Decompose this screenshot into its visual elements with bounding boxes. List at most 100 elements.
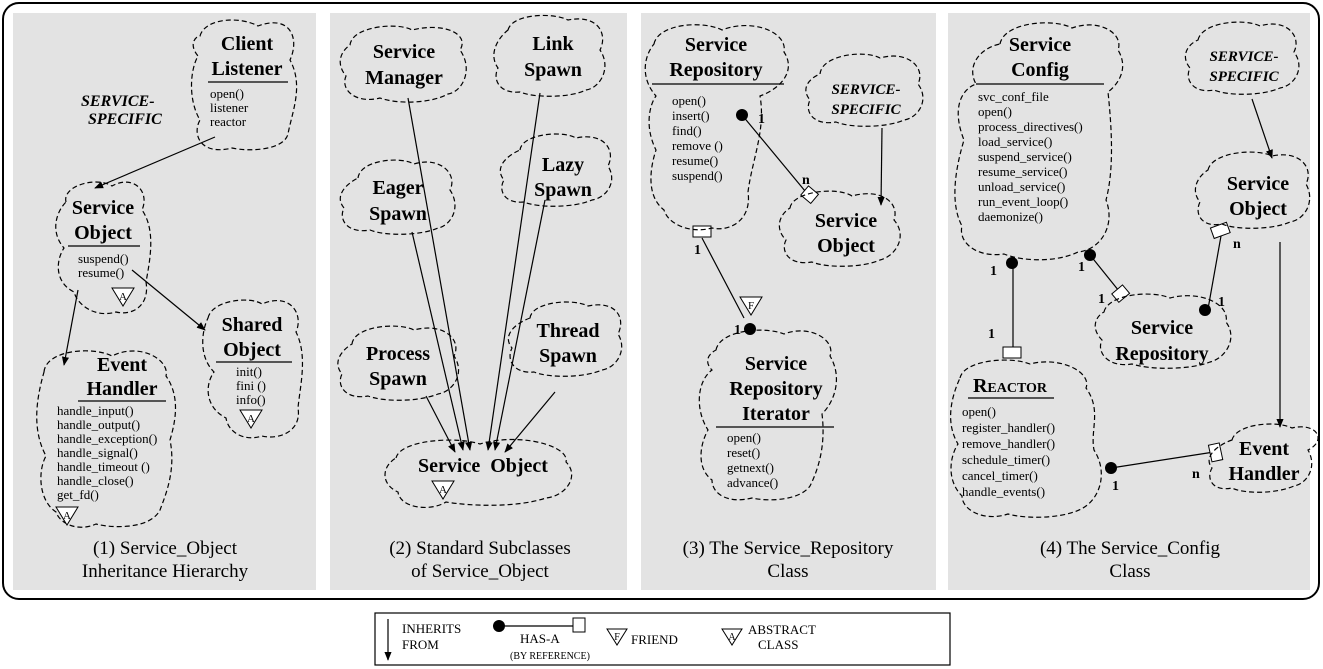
service-repository-method: suspend() xyxy=(672,168,723,183)
shared-object-method: init() xyxy=(236,364,262,379)
service-object-title-2: Object xyxy=(1229,198,1287,220)
edge-repo-to-iterator xyxy=(701,237,745,319)
client-listener-method: reactor xyxy=(210,114,247,129)
service-specific-cloud xyxy=(1184,21,1300,95)
legend-abstract-label: ABSTRACT xyxy=(748,622,816,637)
reactor-method: handle_events() xyxy=(962,484,1045,499)
client-listener-method: open() xyxy=(210,86,244,101)
service-specific-label: SERVICE- xyxy=(81,93,155,110)
service-specific-label-2: SPECIFIC xyxy=(1209,69,1279,85)
shared-object-method: fini () xyxy=(236,378,266,393)
legend-inherits-label: INHERITS xyxy=(402,621,461,636)
service-config-method: unload_service() xyxy=(978,179,1065,194)
legend-has-a-label: HAS-A xyxy=(520,631,560,646)
multiplicity-label: n xyxy=(802,173,810,188)
legend-abstract-icon: A xyxy=(721,628,743,646)
service-repository-method: remove () xyxy=(672,138,723,153)
service-repository-title-2: Repository xyxy=(1115,343,1208,365)
multiplicity-label: 1 xyxy=(734,323,741,338)
service-object-title: Service xyxy=(815,210,877,232)
service-repository-title-2: Repository xyxy=(669,59,762,81)
service-object-cloud xyxy=(778,190,901,267)
link-spawn-title-2: Spawn xyxy=(524,59,582,81)
svg-text:A: A xyxy=(439,484,447,496)
svg-text:F: F xyxy=(748,300,754,312)
edge-thread-spawn xyxy=(504,391,556,453)
event-handler-method: get_fd() xyxy=(57,487,99,502)
reference-box xyxy=(800,185,820,205)
service-object-method: resume() xyxy=(78,265,124,280)
legend-friend-icon: F xyxy=(606,628,628,646)
shared-object-cloud xyxy=(202,299,304,439)
process-spawn-title-2: Spawn xyxy=(369,368,427,390)
event-handler-method: handle_close() xyxy=(57,473,134,488)
service-config-method: daemonize() xyxy=(978,209,1043,224)
event-handler-method: handle_output() xyxy=(57,417,140,432)
service-repository-method: find() xyxy=(672,123,702,138)
service-object-cloud xyxy=(1194,151,1311,229)
service-config-title: Service xyxy=(1009,34,1071,56)
iterator-method: open() xyxy=(727,430,761,445)
panel-1: Client Listener open() listener reactor … xyxy=(36,19,304,582)
panel-2-caption-2: of Service_Object xyxy=(411,561,549,582)
event-handler-title: Event xyxy=(1239,438,1289,460)
abstract-class-icon: A xyxy=(111,287,135,307)
service-repository-method: insert() xyxy=(672,108,710,123)
panel-4-background xyxy=(948,13,1310,590)
service-specific-label-2: SPECIFIC xyxy=(831,102,901,118)
edge-repo-to-service-object xyxy=(741,114,811,198)
link-spawn-title: Link xyxy=(532,33,574,55)
service-object-cloud xyxy=(55,181,152,315)
has-a-dot xyxy=(1105,462,1117,474)
service-config-method: load_service() xyxy=(978,134,1052,149)
legend-has-a-dot xyxy=(493,620,505,632)
panel-3-caption-2: Class xyxy=(767,561,808,582)
edge-service-specific-inherit xyxy=(1251,98,1273,159)
eager-spawn-title-2: Spawn xyxy=(369,203,427,225)
abstract-class-icon: A xyxy=(55,506,79,526)
abstract-class-icon: A xyxy=(239,409,263,429)
legend-friend-label: FRIEND xyxy=(631,632,678,647)
client-listener-cloud xyxy=(190,19,298,151)
edge-reactor-to-event-handler xyxy=(1110,451,1215,469)
edge-service-manager xyxy=(407,97,473,451)
event-handler-cloud xyxy=(1208,423,1319,493)
edge-repository-to-service-object xyxy=(1207,235,1222,310)
event-handler-method: handle_input() xyxy=(57,403,134,418)
service-specific-cloud xyxy=(805,53,924,127)
base-service-object-cloud xyxy=(384,438,573,509)
multiplicity-label: 1 xyxy=(1098,292,1105,307)
svg-text:A: A xyxy=(728,632,736,643)
has-a-dot xyxy=(736,109,748,121)
reactor-method: open() xyxy=(962,404,996,419)
shared-object-title-2: Object xyxy=(223,339,281,361)
thread-spawn-title: Thread xyxy=(537,320,600,342)
panel-2-caption: (2) Standard Subclasses xyxy=(389,538,571,559)
panel-3-caption: (3) The Service_Repository xyxy=(683,538,894,559)
reference-box xyxy=(692,225,712,238)
panel-4-caption-2: Class xyxy=(1109,561,1150,582)
event-handler-title-2: Handler xyxy=(1228,463,1299,485)
panel-1-background xyxy=(13,13,316,590)
legend-has-a-box xyxy=(572,617,586,633)
friend-icon: F xyxy=(739,296,763,316)
process-spawn-cloud xyxy=(337,325,460,401)
edge-event-handler-inherit xyxy=(61,289,79,366)
legend-by-reference-label: (BY REFERENCE) xyxy=(510,651,590,662)
multiplicity-label: 1 xyxy=(990,264,997,279)
svg-text:A: A xyxy=(63,510,71,522)
service-config-method: suspend_service() xyxy=(978,149,1072,164)
edge-eager-spawn xyxy=(411,231,465,451)
iterator-method: advance() xyxy=(727,475,778,490)
event-handler-title: Event xyxy=(97,354,147,376)
multiplicity-label: 1 xyxy=(694,243,701,258)
iterator-title: Service xyxy=(745,353,807,375)
reactor-method: cancel_timer() xyxy=(962,468,1038,483)
event-handler-method: handle_timeout () xyxy=(57,459,150,474)
service-config-method: run_event_loop() xyxy=(978,194,1068,209)
service-object-title-2: Object xyxy=(817,235,875,257)
iterator-method: reset() xyxy=(727,445,760,460)
reference-box xyxy=(1209,221,1231,240)
service-repository-title: Service xyxy=(1131,317,1193,339)
